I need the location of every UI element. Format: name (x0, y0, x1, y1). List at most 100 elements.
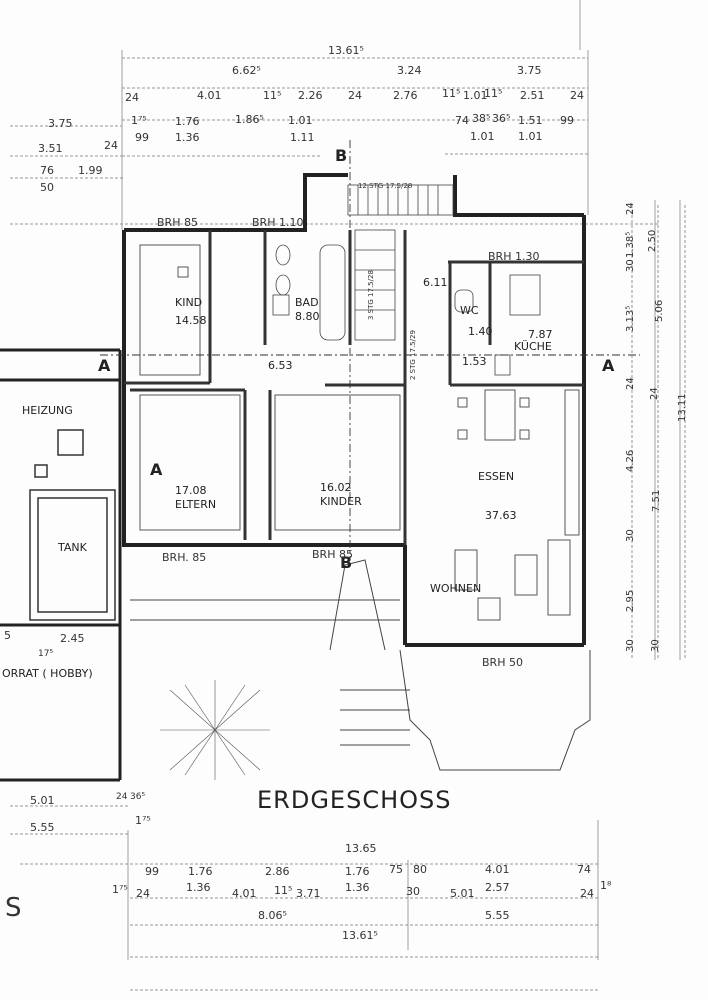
dimension-label: 24 (625, 202, 636, 215)
dimension-label: 1.36 (175, 131, 200, 144)
room-wc-area: 1.40 (468, 325, 493, 338)
dimension-label: 30 (625, 639, 636, 652)
dimension-label: 24 (570, 89, 584, 102)
dimension-label: 24 (649, 387, 660, 400)
room-ablage-area: 1.53 (462, 355, 487, 368)
room-flur-area: 6.53 (268, 359, 293, 372)
dimension-label: 1.01 (470, 130, 495, 143)
dimension-label: 99 (145, 865, 159, 878)
dimension-label: 4.01 (232, 887, 257, 900)
dimension-label: 99 (135, 131, 149, 144)
room-tank-label: TANK (58, 541, 87, 554)
dimension-label: 74 (577, 863, 591, 876)
room-eltern-area: 17.08 (175, 484, 207, 497)
room-bad-area: 8.80 (295, 310, 320, 323)
dimension-label: 24 (125, 91, 139, 104)
dimension-label: 1.38⁵ (625, 231, 636, 258)
room-kueche-label: KÜCHE (514, 340, 552, 353)
brh-label: BRH. 85 (162, 551, 207, 564)
dimension-label: 6.62⁵ (232, 64, 261, 77)
dimension-label: 3.13⁵ (625, 305, 636, 332)
dimension-label: 13.11 (677, 393, 688, 422)
stair-label: 12 STG 17.5/28 (358, 182, 413, 190)
dimension-label: 2.76 (393, 89, 418, 102)
dimension-label: 30 (625, 529, 636, 542)
room-eltern-label: ELTERN (175, 498, 217, 511)
brh-label: BRH 50 (482, 656, 523, 669)
dimension-label: 24 (580, 887, 594, 900)
dimension-label: 1.01 (288, 114, 313, 127)
dimension-label: 2.51 (520, 89, 545, 102)
dimension-label: 4.01 (197, 89, 222, 102)
dimension-label: 1.01 (518, 130, 543, 143)
room-bad-label: BAD (295, 296, 319, 309)
dimension-label: 1⁸ (600, 879, 612, 892)
brh-label: BRH 85 (157, 216, 198, 229)
dimension-label: 80 (413, 863, 427, 876)
dimension-label: 17⁵ (38, 649, 54, 659)
dimension-label: 1.11 (290, 131, 315, 144)
dimension-label: 4.26 (625, 449, 636, 472)
dimension-lines-top (10, 57, 660, 225)
room-essen-area: 37.63 (485, 509, 517, 522)
section-lines (100, 140, 640, 560)
dimension-label: 11⁵ (484, 87, 503, 100)
room-diele-area: 6.11 (423, 276, 448, 289)
dimension-label: 1.76 (188, 865, 213, 878)
dimension-label: 13.61⁵ (328, 44, 364, 57)
edge-letter: S (5, 893, 22, 923)
dimension-label: 1.51 (518, 114, 543, 127)
dimension-label: 13.61⁵ (342, 929, 378, 942)
dimension-label: 1.76 (345, 865, 370, 878)
room-kueche-area: 7.87 (528, 328, 553, 341)
dimension-label: 30 (650, 639, 661, 652)
dimension-label: 76 (40, 164, 54, 177)
dimension-label: 5.55 (30, 821, 55, 834)
dimension-lines-bottom (10, 805, 598, 991)
dimension-label: 1⁷⁵ (135, 814, 151, 827)
dimension-label: 2.95 (625, 589, 636, 612)
room-vorrat-label: ORRAT ( HOBBY) (2, 667, 93, 680)
dimension-label: 30 (625, 259, 636, 272)
dimension-label: 5.55 (485, 909, 510, 922)
dimension-label: 8.06⁵ (258, 909, 287, 922)
dimension-label: 5.06 (654, 299, 665, 322)
dimension-label: 3.51 (38, 142, 63, 155)
dimension-label: 1.76 (175, 115, 200, 128)
dimension-label: 36⁵ (492, 112, 511, 125)
room-kinder-label: KINDER (320, 495, 362, 508)
dimension-label: 13.65 (345, 842, 377, 855)
dimension-label: 11⁵ (442, 87, 461, 100)
dimension-lines-right (631, 205, 686, 660)
section-marker-a-right: A (602, 356, 615, 375)
dimension-label: 36⁵ (130, 792, 146, 802)
dimension-label: 24 (348, 89, 362, 102)
tank (29, 429, 116, 621)
dimension-label: 3.24 (397, 64, 422, 77)
dimension-label: 24 (136, 887, 150, 900)
room-heizung-label: HEIZUNG (22, 404, 73, 417)
dimension-label: 74 (455, 114, 469, 127)
extension-lines (121, 0, 681, 960)
dimension-label: 5 (4, 629, 11, 642)
dimension-label: 2.57 (485, 881, 510, 894)
dimension-label: 1.36 (186, 881, 211, 894)
dimension-label: 3.75 (517, 64, 542, 77)
dimension-label: 1.01 (463, 89, 488, 102)
dimension-label: 24 (625, 377, 636, 390)
terrace (130, 559, 591, 771)
dimension-label: 1.86⁵ (235, 113, 264, 126)
dimension-label: 5.01 (30, 794, 55, 807)
brh-label: BRH 1.30 (488, 250, 540, 263)
dimension-label: 4.01 (485, 863, 510, 876)
dimension-label: 24 (116, 792, 128, 802)
dimension-label: 3.75 (48, 117, 73, 130)
section-marker-b-top: B (335, 146, 348, 165)
dimension-label: 99 (560, 114, 574, 127)
dimension-label: 5.01 (450, 887, 475, 900)
dimension-label: 2.86 (265, 865, 290, 878)
furniture (139, 244, 580, 621)
room-wohnen-label: WOHNEN (430, 582, 482, 595)
